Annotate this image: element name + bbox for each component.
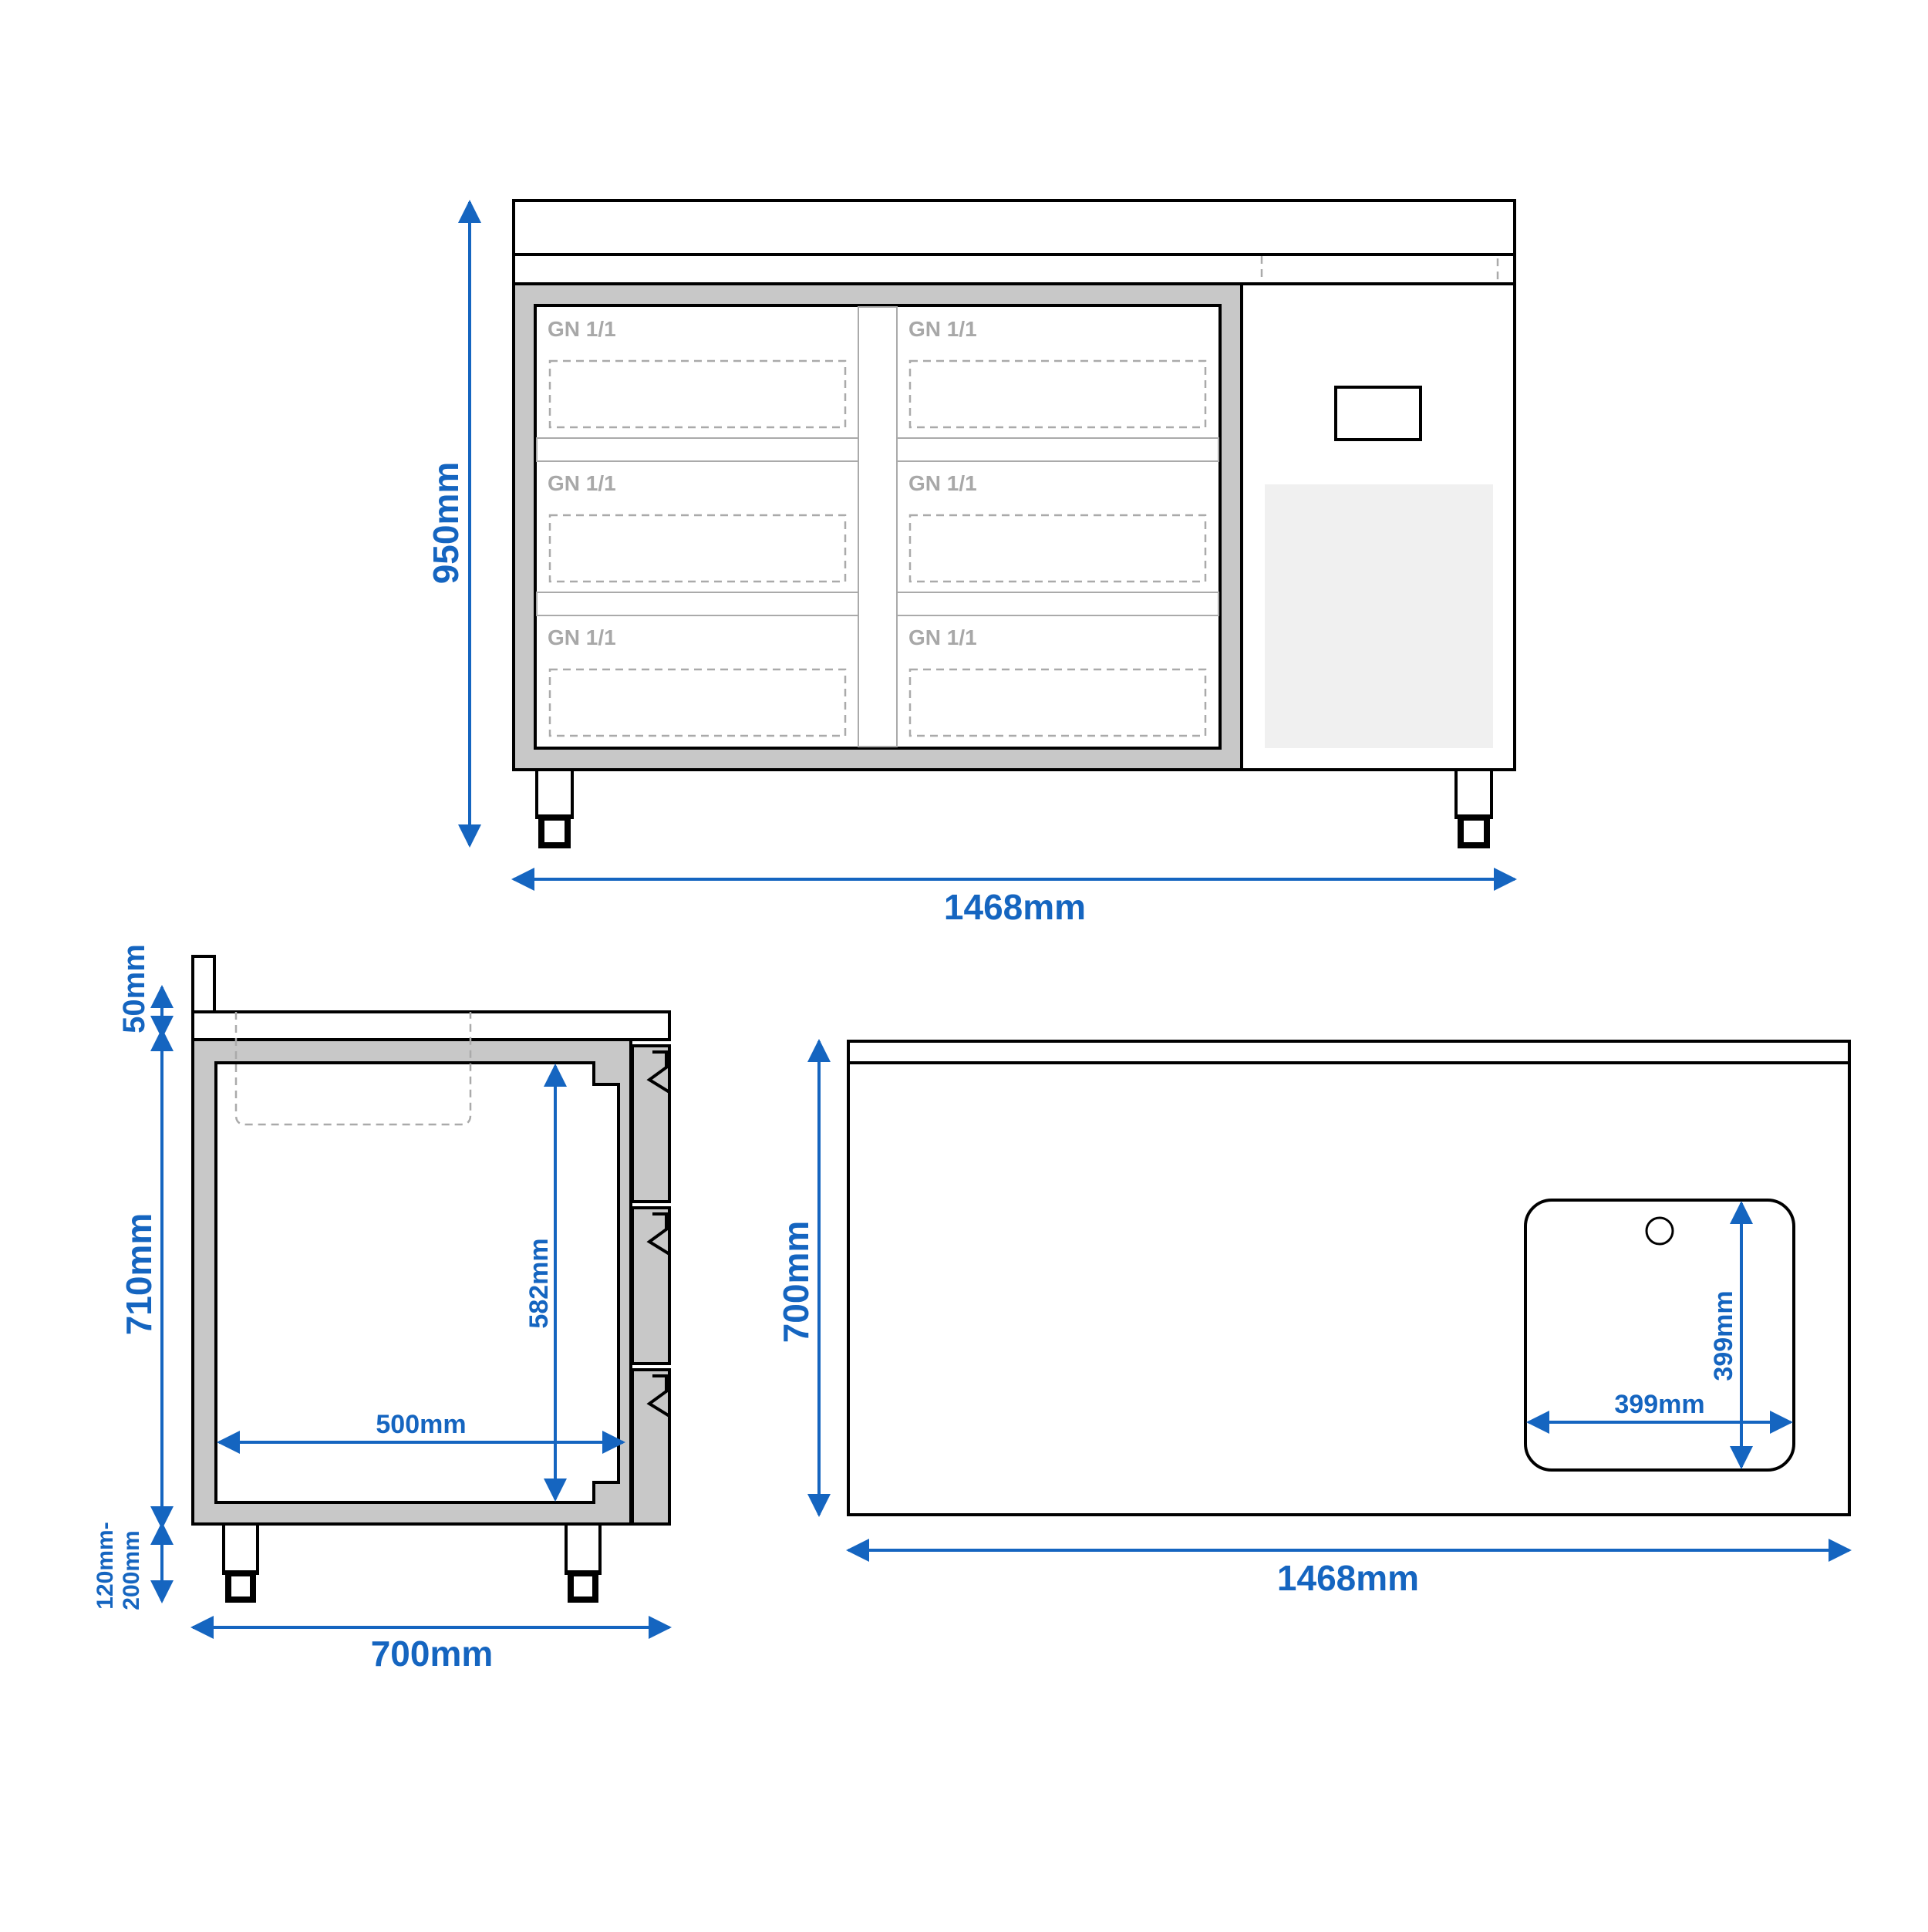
body-height-label: 710mm	[119, 1213, 159, 1336]
sink-width-label: 399mm	[1614, 1390, 1704, 1419]
front-foot-left	[538, 814, 571, 848]
front-width-label: 1468mm	[944, 887, 1086, 927]
gn-label: GN 1/1	[548, 625, 616, 649]
top-width-label: 1468mm	[1277, 1558, 1419, 1598]
side-upstand	[191, 955, 216, 1013]
front-worktop	[512, 253, 1516, 285]
front-height-label: 950mm	[426, 462, 466, 585]
upstand-label: 50mm	[117, 944, 151, 1033]
inner-depth-label: 500mm	[376, 1410, 466, 1439]
gn-container-outline	[908, 514, 1207, 583]
front-upstand	[512, 199, 1516, 256]
front-view: GN 1/1 GN 1/1 GN 1/1 GN 1/1 GN 1/1 GN 1/…	[426, 199, 1517, 927]
side-leg-left	[222, 1522, 259, 1575]
front-center-divider	[858, 306, 898, 747]
gn-container-outline	[548, 359, 847, 429]
side-leg-right	[565, 1522, 602, 1575]
gn-label: GN 1/1	[908, 471, 977, 495]
top-view: 700mm 1468mm 399mm 399mm	[776, 1039, 1852, 1598]
drawer-handle	[646, 1374, 671, 1418]
side-view: 50mm 710mm 120mm- 200mm 700mm 582mm 500m…	[93, 944, 672, 1674]
top-depth-label: 700mm	[776, 1221, 816, 1344]
gn-container-outline	[548, 668, 847, 737]
front-rail	[536, 592, 859, 616]
front-rail	[896, 437, 1219, 462]
gn-label: GN 1/1	[548, 317, 616, 341]
top-upstand-edge	[847, 1040, 1851, 1064]
drain-hole	[1645, 1216, 1674, 1246]
front-rail	[536, 437, 859, 462]
side-depth-label: 700mm	[371, 1634, 494, 1674]
side-hidden-outline	[234, 1012, 472, 1126]
gn-container-outline	[908, 668, 1207, 737]
front-leg-left	[535, 768, 574, 819]
gn-container-outline	[908, 359, 1207, 429]
control-display	[1334, 386, 1422, 441]
leg-height-label-line1: 120mm-	[93, 1522, 118, 1609]
leg-height-label-line2: 200mm	[119, 1530, 144, 1610]
side-drawer-front	[631, 1044, 671, 1203]
side-cavity	[214, 1061, 620, 1504]
front-foot-right	[1458, 814, 1490, 848]
sink-depth-label: 399mm	[1709, 1290, 1738, 1381]
drawer-handle	[646, 1050, 671, 1094]
side-drawer-front	[631, 1206, 671, 1365]
vent-panel	[1265, 484, 1493, 748]
side-foot-left	[225, 1570, 256, 1603]
front-rail	[896, 592, 1219, 616]
gn-label: GN 1/1	[908, 625, 977, 649]
gn-container-outline	[548, 514, 847, 583]
sink-basin	[1524, 1199, 1795, 1472]
inner-height-label: 582mm	[524, 1238, 554, 1328]
side-worktop	[191, 1010, 671, 1041]
gn-label: GN 1/1	[548, 471, 616, 495]
side-foot-right	[568, 1570, 598, 1603]
drawer-handle	[646, 1212, 671, 1256]
front-leg-right	[1454, 768, 1493, 819]
gn-label: GN 1/1	[908, 317, 977, 341]
